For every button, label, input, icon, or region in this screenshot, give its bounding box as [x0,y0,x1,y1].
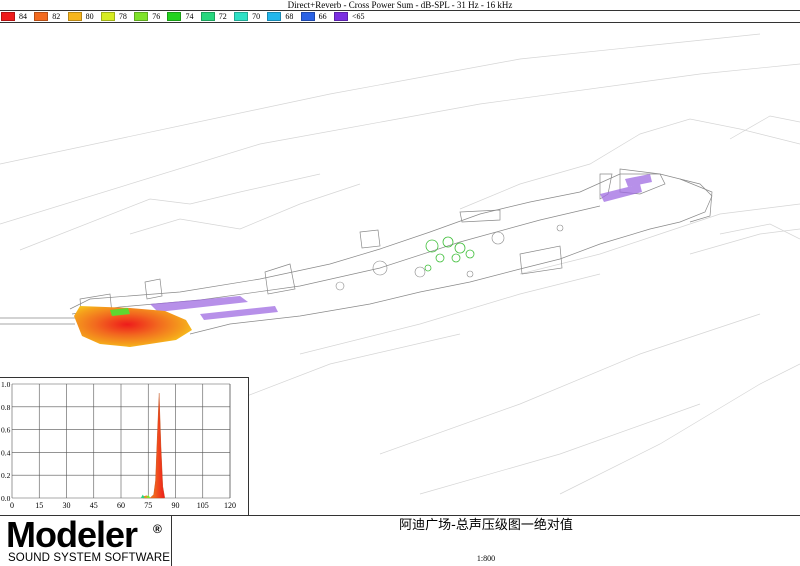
site-plan-drawing [0,33,800,495]
legend-label: 66 [318,11,327,21]
drawing-title: 阿迪广场-总声压级图一绝对值 [399,518,573,533]
legend-label: 78 [118,11,127,21]
legend-label: 76 [152,11,161,21]
legend-swatch [267,12,282,21]
logo-wordmark: Modeler [6,514,138,555]
x-tick-label: 105 [197,501,209,510]
title-block: Modeler ® SOUND SYSTEM SOFTWARE 阿迪广场-总声压… [0,515,800,566]
modeler-logo: Modeler ® SOUND SYSTEM SOFTWARE [0,516,172,566]
legend-item: 70 [233,11,266,23]
legend-swatch [300,12,315,21]
x-tick-label: 90 [172,501,180,510]
legend-label: 68 [285,11,294,21]
x-tick-label: 30 [63,501,71,510]
histogram-grid [11,383,231,499]
x-tick-label: 0 [10,501,14,510]
y-tick-label: 1.0 [1,380,11,389]
legend-swatch [34,12,49,21]
x-tick-label: 75 [144,501,152,510]
legend-item: 84 [0,11,33,23]
x-tick-label: 60 [117,501,125,510]
registered-mark: ® [153,522,162,536]
legend-label: 84 [19,11,27,21]
drawing-scale: 1:800 [476,554,496,563]
legend-item: 76 [133,11,166,23]
legend-item: 72 [200,11,233,23]
legend-item: 82 [33,11,66,23]
tail-mark [140,494,145,498]
color-legend: 84 82 80 78 76 74 72 70 68 66 <65 [0,11,800,23]
histogram-plot: 1.0 0.8 0.6 0.4 0.2 0.0 0 15 30 45 60 75 90 105 120 [1,380,236,510]
legend-label: 70 [252,11,261,21]
legend-item: 80 [67,11,100,23]
x-tick-label: 45 [90,501,98,510]
y-tick-label: 0.0 [1,494,11,503]
legend-label: 80 [85,11,94,21]
histogram-x-ticks: 0 15 30 45 60 75 90 105 120 [10,501,236,510]
legend-item: 66 [300,11,333,23]
y-tick-label: 0.2 [1,471,11,480]
legend-swatch [167,12,182,21]
y-tick-label: 0.8 [1,403,11,412]
x-tick-label: 15 [35,501,43,510]
legend-swatch [1,12,15,21]
logo-subtitle: SOUND SYSTEM SOFTWARE [8,552,171,564]
legend-swatch [333,12,348,21]
window-title: Direct+Reverb - Cross Power Sum - dB-SPL… [287,0,513,10]
legend-swatch [100,12,115,21]
legend-item: 68 [266,11,299,23]
level-histogram: 1.0 0.8 0.6 0.4 0.2 0.0 0 15 30 45 60 75 90 105 120 [0,377,249,515]
legend-item: 78 [100,11,133,23]
y-tick-label: 0.6 [1,426,11,435]
x-tick-label: 120 [224,501,236,510]
histogram-distribution [140,393,165,499]
legend-label: 74 [185,11,194,21]
legend-item: <65 [333,11,366,23]
legend-swatch [67,12,82,21]
tail-mark [146,494,151,498]
distribution-area [142,393,165,499]
legend-item: 74 [166,11,199,23]
legend-label: <65 [351,11,365,21]
legend-label: 72 [218,11,227,21]
map-view[interactable] [0,24,800,516]
legend-swatch [200,12,215,21]
y-tick-label: 0.4 [1,448,11,457]
legend-label: 82 [52,11,61,21]
legend-swatch [234,12,249,21]
legend-swatch [134,12,149,21]
histogram-y-ticks: 1.0 0.8 0.6 0.4 0.2 0.0 [1,380,11,503]
window-title-bar: Direct+Reverb - Cross Power Sum - dB-SPL… [0,0,800,11]
